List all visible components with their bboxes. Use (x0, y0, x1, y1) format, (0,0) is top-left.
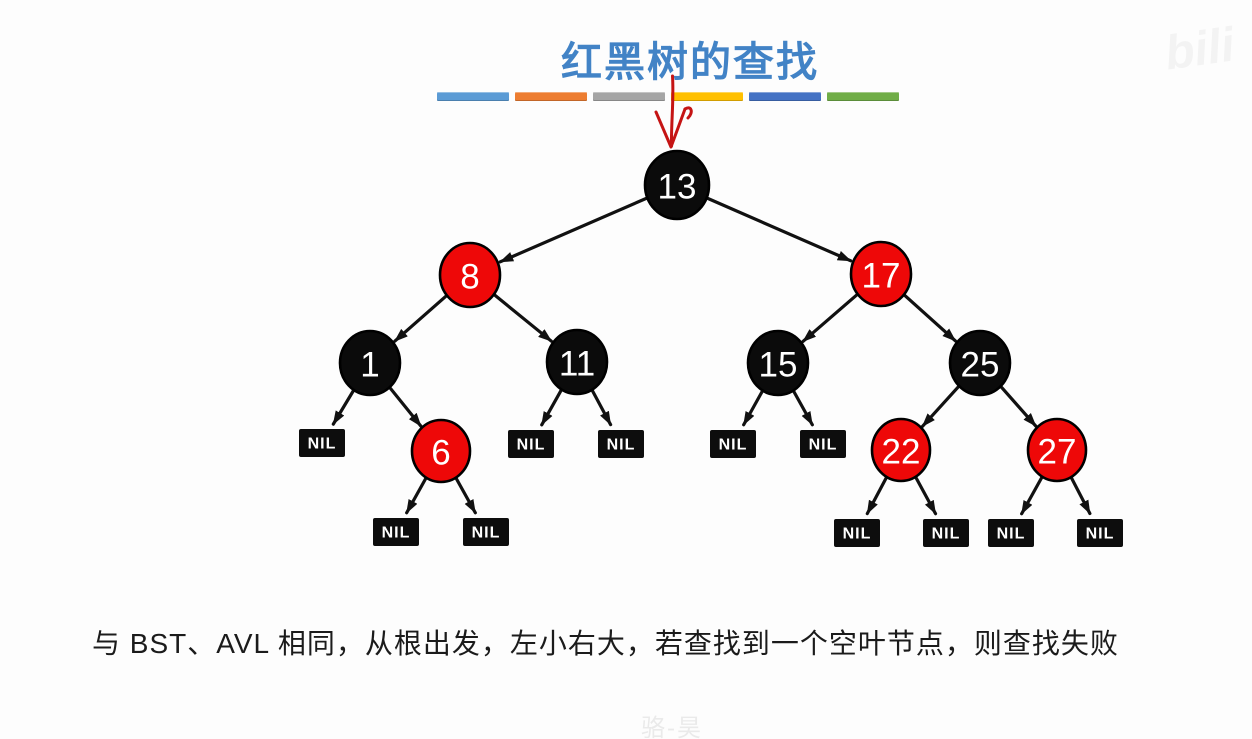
nil-box (463, 518, 509, 546)
tree-edges (331, 195, 1092, 516)
nil-leaf-nil-1L: NIL (299, 429, 345, 457)
tree-edge-11-nil-11L (540, 385, 565, 427)
black-node-circle (545, 328, 609, 396)
black-node-circle (643, 149, 711, 221)
tree-edge-13-17 (703, 195, 853, 263)
nil-leaf-nil-15R: NIL (800, 430, 846, 458)
nil-label: NIL (932, 526, 961, 543)
divider-bar-2 (515, 92, 587, 101)
nil-leaf-nil-6L: NIL (373, 518, 419, 546)
tree-edge-27-nil-27R (1068, 473, 1092, 516)
nil-label: NIL (517, 437, 546, 454)
nil-leaf-nil-27L: NIL (988, 519, 1034, 547)
tree-edge-11-nil-11R (589, 385, 613, 427)
node-value: 6 (431, 434, 450, 473)
divider-bar-3 (593, 92, 665, 101)
tree-edge-25-27 (997, 383, 1038, 428)
nil-label: NIL (843, 526, 872, 543)
slide-title: 红黑树的查找 (561, 39, 819, 85)
tree-edge-1-nil-1L (331, 386, 357, 426)
nil-box (508, 430, 554, 458)
nil-leaf-nil-22R: NIL (923, 519, 969, 547)
nil-leaf-nil-27R: NIL (1077, 519, 1123, 547)
nil-leaf-nil-11R: NIL (598, 430, 644, 458)
nil-label: NIL (472, 525, 501, 542)
tree-node-13: 13 (643, 149, 711, 221)
tree-node-17: 17 (849, 240, 913, 308)
tree-node-15: 15 (746, 329, 810, 397)
tree-edge-6-nil-6L (405, 473, 430, 515)
nil-box (834, 519, 880, 547)
black-node-circle (338, 329, 402, 397)
nil-box (373, 518, 419, 546)
nil-leaf-nil-15L: NIL (710, 430, 756, 458)
tree-edge-27-nil-27L (1020, 472, 1046, 516)
red-node-circle (438, 241, 502, 309)
red-node-circle (849, 240, 913, 308)
tree-edge-15-nil-15R (790, 386, 814, 427)
nil-box (923, 519, 969, 547)
author-watermark: 骆-昊 (641, 715, 703, 739)
tree-node-25: 25 (948, 329, 1012, 397)
search-start-arrow (654, 74, 693, 149)
tree-edge-17-25 (900, 291, 958, 343)
title-divider-bars (437, 92, 899, 101)
node-value: 17 (862, 257, 901, 296)
black-node-circle (948, 329, 1012, 397)
nil-label: NIL (719, 437, 748, 454)
node-value: 15 (759, 346, 798, 385)
tree-edge-22-nil-22R (912, 473, 938, 516)
nil-leaf-nil-6R: NIL (463, 518, 509, 546)
tree-edge-8-1 (393, 292, 450, 343)
nil-label: NIL (308, 436, 337, 453)
tree-edge-25-22 (920, 382, 963, 428)
node-value: 25 (961, 346, 1000, 385)
nil-label: NIL (997, 526, 1026, 543)
node-value: 8 (460, 258, 479, 297)
tree-edge-8-11 (490, 291, 553, 343)
divider-bar-6 (827, 92, 899, 101)
nil-label: NIL (382, 525, 411, 542)
tree-edge-6-nil-6R (452, 473, 477, 515)
tree-node-6: 6 (410, 418, 472, 484)
divider-bar-1 (437, 92, 509, 101)
node-value: 1 (360, 346, 379, 385)
tree-edge-1-6 (386, 383, 423, 428)
tree-node-11: 11 (545, 328, 609, 396)
nil-label: NIL (1086, 526, 1115, 543)
node-value: 11 (559, 345, 595, 384)
divider-bar-5 (749, 92, 821, 101)
tree-edge-22-nil-22L (865, 473, 890, 516)
tree-node-1: 1 (338, 329, 402, 397)
red-node-circle (410, 418, 472, 484)
footer-note: 与 BST、AVL 相同，从根出发，左小右大，若查找到一个空叶节点，则查找失败 (92, 628, 1119, 659)
nil-label: NIL (607, 437, 636, 454)
black-node-circle (746, 329, 810, 397)
tree-edge-13-8 (498, 195, 651, 264)
nil-box (299, 429, 345, 457)
node-value: 13 (658, 168, 697, 207)
tree-node-27: 27 (1026, 417, 1088, 483)
tree-edge-17-15 (801, 291, 861, 344)
tree-edge-15-nil-15L (742, 386, 766, 427)
nil-leaf-nil-22L: NIL (834, 519, 880, 547)
tree-node-22: 22 (870, 417, 932, 483)
nil-leaf-nil-11L: NIL (508, 430, 554, 458)
nil-label: NIL (809, 437, 838, 454)
divider-bar-4 (671, 92, 743, 101)
nil-box (1077, 519, 1123, 547)
tree-node-8: 8 (438, 241, 502, 309)
nil-box (598, 430, 644, 458)
nil-box (800, 430, 846, 458)
red-node-circle (870, 417, 932, 483)
nil-box (710, 430, 756, 458)
red-node-circle (1026, 417, 1088, 483)
node-value: 27 (1038, 433, 1077, 472)
nil-box (988, 519, 1034, 547)
node-value: 22 (882, 433, 921, 472)
